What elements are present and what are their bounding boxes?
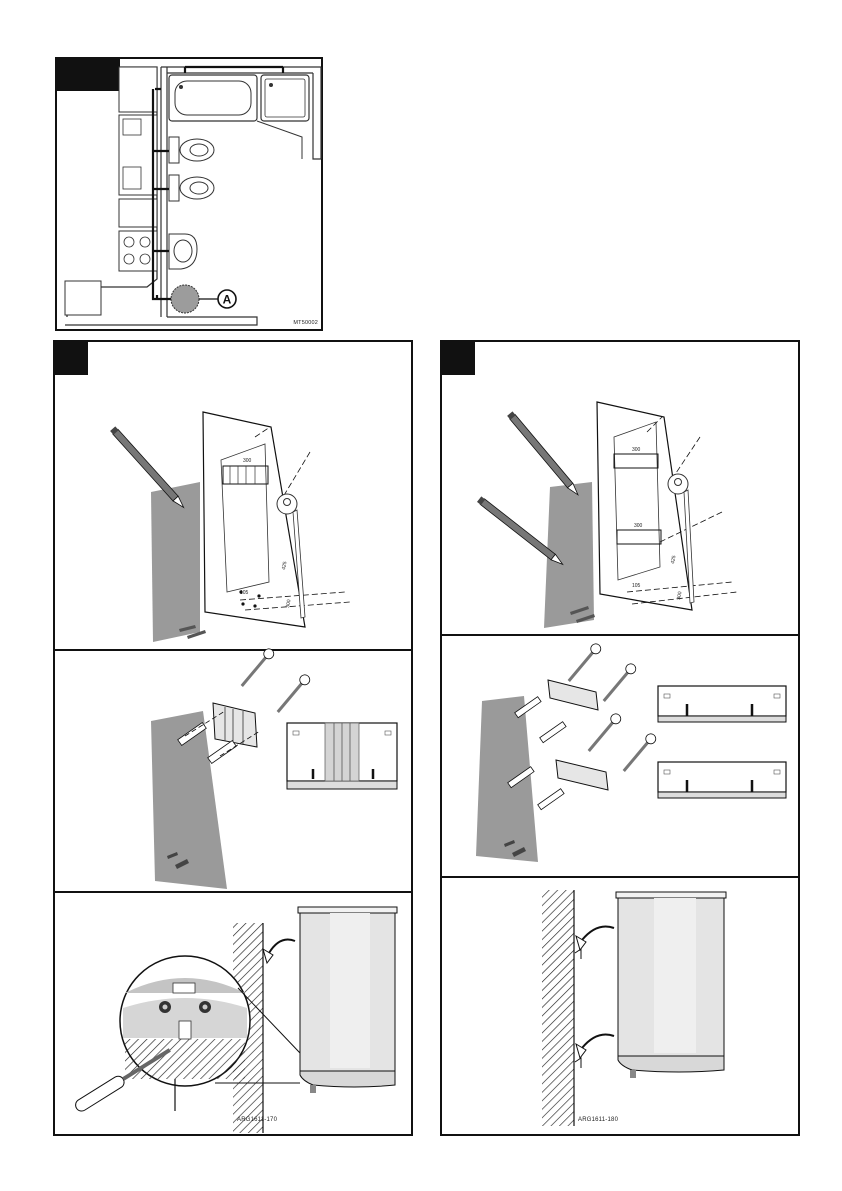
bidet [168,174,215,202]
screw [602,663,637,702]
step-divider [442,876,798,878]
svg-text:300: 300 [632,447,641,453]
wall-section [542,890,574,1126]
svg-text:425: 425 [281,561,288,570]
screw [567,643,602,682]
screw [276,674,311,713]
wall [544,482,594,628]
double-bracket-panel: 300 300 105 425 300 [440,340,800,1136]
wall-plug [537,788,565,811]
wall [151,711,227,889]
pencil [110,426,185,509]
shower-tray [260,74,310,122]
dishwasher [118,198,158,228]
water-heater-location [170,284,200,314]
wall-plug [177,721,207,747]
wall-bracket-lower [555,759,609,791]
bracket-fixing-drawing [476,643,787,862]
svg-text:425: 425 [670,555,677,564]
wall-plug [207,739,237,765]
counter-cabinet [118,66,158,113]
bracket-detail-lower [657,761,787,799]
template-marking-drawing: 300 105 425 300 [110,411,351,642]
figure-number-tag [442,342,475,375]
marker-a: A [223,293,232,307]
single-bracket-panel: 300 105 425 300 [53,340,413,1136]
floor-plan-panel: A MT50002 [55,57,323,331]
floor-plan-drawing: A [64,65,322,326]
wall [476,696,538,862]
template-bracket [222,465,269,485]
drawing-code: ARG1611-170 [237,1117,278,1123]
svg-text:300: 300 [285,599,292,608]
floor-anchors [504,840,526,857]
hanging-arrow-lower [581,1033,615,1049]
screwdriver [75,1048,171,1112]
step-divider [55,891,411,893]
bracket-fixing-drawing [151,648,398,889]
water-pipes [151,65,285,301]
spirit-level-detail [667,473,689,495]
marker-a-circle [217,289,237,309]
pencil [507,411,579,496]
wall-plug [507,766,535,789]
fridge [64,280,102,316]
washbasin [168,233,198,270]
wall-plug [539,721,567,744]
svg-text:300: 300 [676,591,683,600]
bracket-detail [286,722,398,790]
svg-text:105: 105 [240,590,249,596]
screw [622,733,657,772]
spirit-level-detail [276,493,298,515]
cooker [118,230,158,272]
wall-bracket-upper [547,679,599,711]
hanging-arrow [268,938,296,954]
heater-hanging-drawing [75,906,398,1133]
template-bracket-lower [616,529,662,545]
figure-number-tag [57,59,120,91]
wall-plugs [570,606,595,623]
wall-bracket [212,702,258,748]
water-heater [615,891,727,1078]
svg-text:105: 105 [632,583,641,589]
floor-anchors [167,852,189,869]
wall-plug [514,696,542,719]
water-heater [297,906,398,1093]
screw [587,713,622,752]
drawing-code: ARG1611-180 [578,1117,619,1123]
svg-text:300: 300 [243,458,252,464]
template-marking-drawing: 300 300 105 425 300 [477,401,738,628]
heater-hanging-drawing [542,890,727,1126]
screw [240,648,275,687]
hanging-arrow-upper [581,925,615,941]
bracket-detail-upper [657,685,787,723]
wall [151,482,200,642]
template-bracket-upper [613,453,659,469]
plan-code: MT50002 [293,320,318,326]
figure-number-tag [55,342,88,375]
step-divider [55,649,411,651]
step-divider [442,634,798,636]
magnifier-detail [119,955,301,1087]
pencil [477,496,564,566]
toilet [168,136,215,164]
svg-text:300: 300 [634,523,643,529]
wall-plugs [179,625,206,639]
